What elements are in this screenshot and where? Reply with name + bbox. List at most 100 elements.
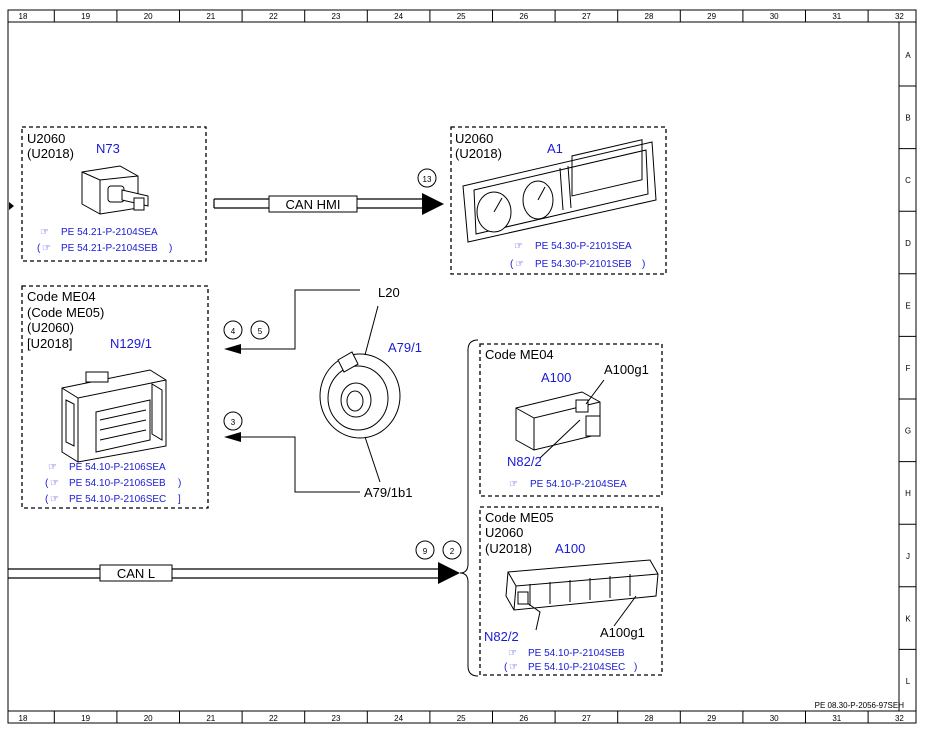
row-label: J bbox=[906, 552, 910, 561]
svg-text:5: 5 bbox=[258, 327, 263, 336]
column-label: 26 bbox=[519, 12, 528, 21]
signal-line-lower bbox=[224, 432, 360, 493]
control-unit-icon bbox=[61, 369, 167, 463]
box-me05-border bbox=[479, 506, 663, 676]
column-label: 19 bbox=[81, 714, 90, 723]
a1-ref2[interactable]: PE 54.30-P-2101SEB bbox=[535, 259, 632, 270]
hand-pointer-icon: ☞ bbox=[50, 494, 59, 505]
column-label: 29 bbox=[707, 12, 716, 21]
sheet-frame bbox=[7, 9, 917, 724]
component-label-me04-g1: A100g1 bbox=[604, 362, 649, 377]
me04-ref1[interactable]: PE 54.10-P-2104SEA bbox=[530, 479, 627, 490]
column-label: 23 bbox=[332, 714, 341, 723]
box-me05-line3: (U2018) bbox=[485, 541, 532, 556]
row-label: B bbox=[905, 114, 910, 123]
row-label: L bbox=[906, 677, 911, 686]
box-n73: U2060 (U2018) N73 ☞ PE 54.21-P-2104SEA (… bbox=[21, 126, 207, 262]
row-label: F bbox=[906, 364, 911, 373]
group-brace bbox=[459, 339, 479, 677]
column-label: 31 bbox=[832, 714, 841, 723]
column-label: 18 bbox=[19, 714, 28, 723]
can-l-label: CAN L bbox=[117, 566, 155, 581]
n73-ref2-open: ( bbox=[37, 243, 41, 254]
box-n129-line4: [U2018] bbox=[27, 336, 73, 351]
n129-ref3-open: ( bbox=[45, 494, 49, 505]
footer-doc-ref: PE 08.30-P-2056-97SEH bbox=[815, 701, 905, 710]
instrument-cluster-icon bbox=[462, 139, 657, 243]
column-label: 24 bbox=[394, 714, 403, 723]
column-label: 28 bbox=[645, 714, 654, 723]
column-label: 20 bbox=[144, 714, 153, 723]
can-hmi-label: CAN HMI bbox=[286, 197, 341, 212]
column-label: 32 bbox=[895, 12, 904, 21]
component-label-a79: A79/1 bbox=[388, 340, 422, 355]
hand-pointer-icon: ☞ bbox=[514, 241, 523, 252]
column-label: 26 bbox=[519, 714, 528, 723]
column-label: 19 bbox=[81, 12, 90, 21]
column-label: 21 bbox=[206, 12, 215, 21]
me05-ref1[interactable]: PE 54.10-P-2104SEB bbox=[528, 648, 625, 659]
me05-ref2-close: ) bbox=[634, 662, 637, 673]
box-n129-line2: (Code ME05) bbox=[27, 305, 104, 320]
box-n129-line3: (U2060) bbox=[27, 320, 74, 335]
marker-4: 4 bbox=[223, 320, 243, 340]
column-label: 20 bbox=[144, 12, 153, 21]
hand-pointer-icon: ☞ bbox=[508, 648, 517, 659]
column-label: 30 bbox=[770, 714, 779, 723]
n73-ref1[interactable]: PE 54.21-P-2104SEA bbox=[61, 227, 158, 238]
box-n73-border bbox=[21, 126, 207, 262]
component-label-n129: N129/1 bbox=[110, 336, 152, 351]
ignition-switch-icon bbox=[81, 165, 149, 215]
column-label: 25 bbox=[457, 12, 466, 21]
svg-text:13: 13 bbox=[423, 175, 432, 184]
signal-line-upper bbox=[224, 289, 360, 354]
me05-ref2-open: ( bbox=[504, 662, 508, 673]
column-label: 21 bbox=[206, 714, 215, 723]
column-label: 31 bbox=[832, 12, 841, 21]
n129-ref2[interactable]: PE 54.10-P-2106SEB bbox=[69, 478, 166, 489]
hand-pointer-icon: ☞ bbox=[515, 259, 524, 270]
component-label-n73: N73 bbox=[96, 141, 120, 156]
hand-pointer-icon: ☞ bbox=[509, 479, 518, 490]
column-label: 29 bbox=[707, 714, 716, 723]
component-label-l20: L20 bbox=[378, 285, 400, 300]
n129-ref3-close: ] bbox=[178, 494, 181, 505]
component-label-a1: A1 bbox=[547, 141, 563, 156]
hand-pointer-icon: ☞ bbox=[50, 478, 59, 489]
marker-3: 3 bbox=[223, 411, 243, 431]
a1-ref2-open: ( bbox=[510, 259, 514, 270]
marker-13: 13 bbox=[417, 168, 437, 188]
row-label: K bbox=[905, 614, 911, 623]
row-label: G bbox=[905, 427, 911, 436]
column-label: 25 bbox=[457, 714, 466, 723]
box-a1-line1: U2060 bbox=[455, 131, 493, 146]
n129-ref3[interactable]: PE 54.10-P-2106SEC bbox=[69, 494, 166, 505]
n129-ref2-close: ) bbox=[178, 478, 181, 489]
steering-angle-sensor-icon bbox=[319, 305, 401, 483]
a1-ref1[interactable]: PE 54.30-P-2101SEA bbox=[535, 241, 632, 252]
n129-ref1[interactable]: PE 54.10-P-2106SEA bbox=[69, 462, 166, 473]
box-me05-line2: U2060 bbox=[485, 525, 523, 540]
box-n129: Code ME04 (Code ME05) (U2060) [U2018] N1… bbox=[21, 285, 209, 509]
component-label-me04-n82: N82/2 bbox=[507, 454, 542, 469]
n73-ref2[interactable]: PE 54.21-P-2104SEB bbox=[61, 243, 158, 254]
box-n73-line1: U2060 bbox=[27, 131, 65, 146]
box-me05-line1: Code ME05 bbox=[485, 510, 554, 525]
component-label-me05-g1: A100g1 bbox=[600, 625, 645, 640]
marker-9: 9 bbox=[415, 540, 435, 560]
row-label: A bbox=[905, 51, 911, 60]
column-label: 24 bbox=[394, 12, 403, 21]
battery-module-icon bbox=[515, 379, 605, 459]
hv-battery-icon bbox=[505, 559, 659, 631]
me05-ref2[interactable]: PE 54.10-P-2104SEC bbox=[528, 662, 625, 673]
box-me04: Code ME04 A100 A100g1 N82/2 ☞ PE 54.10-P… bbox=[479, 343, 663, 497]
row-label: E bbox=[905, 301, 910, 310]
svg-text:4: 4 bbox=[231, 327, 236, 336]
box-n129-line1: Code ME04 bbox=[27, 289, 96, 304]
svg-text:9: 9 bbox=[423, 547, 428, 556]
column-label: 23 bbox=[332, 12, 341, 21]
